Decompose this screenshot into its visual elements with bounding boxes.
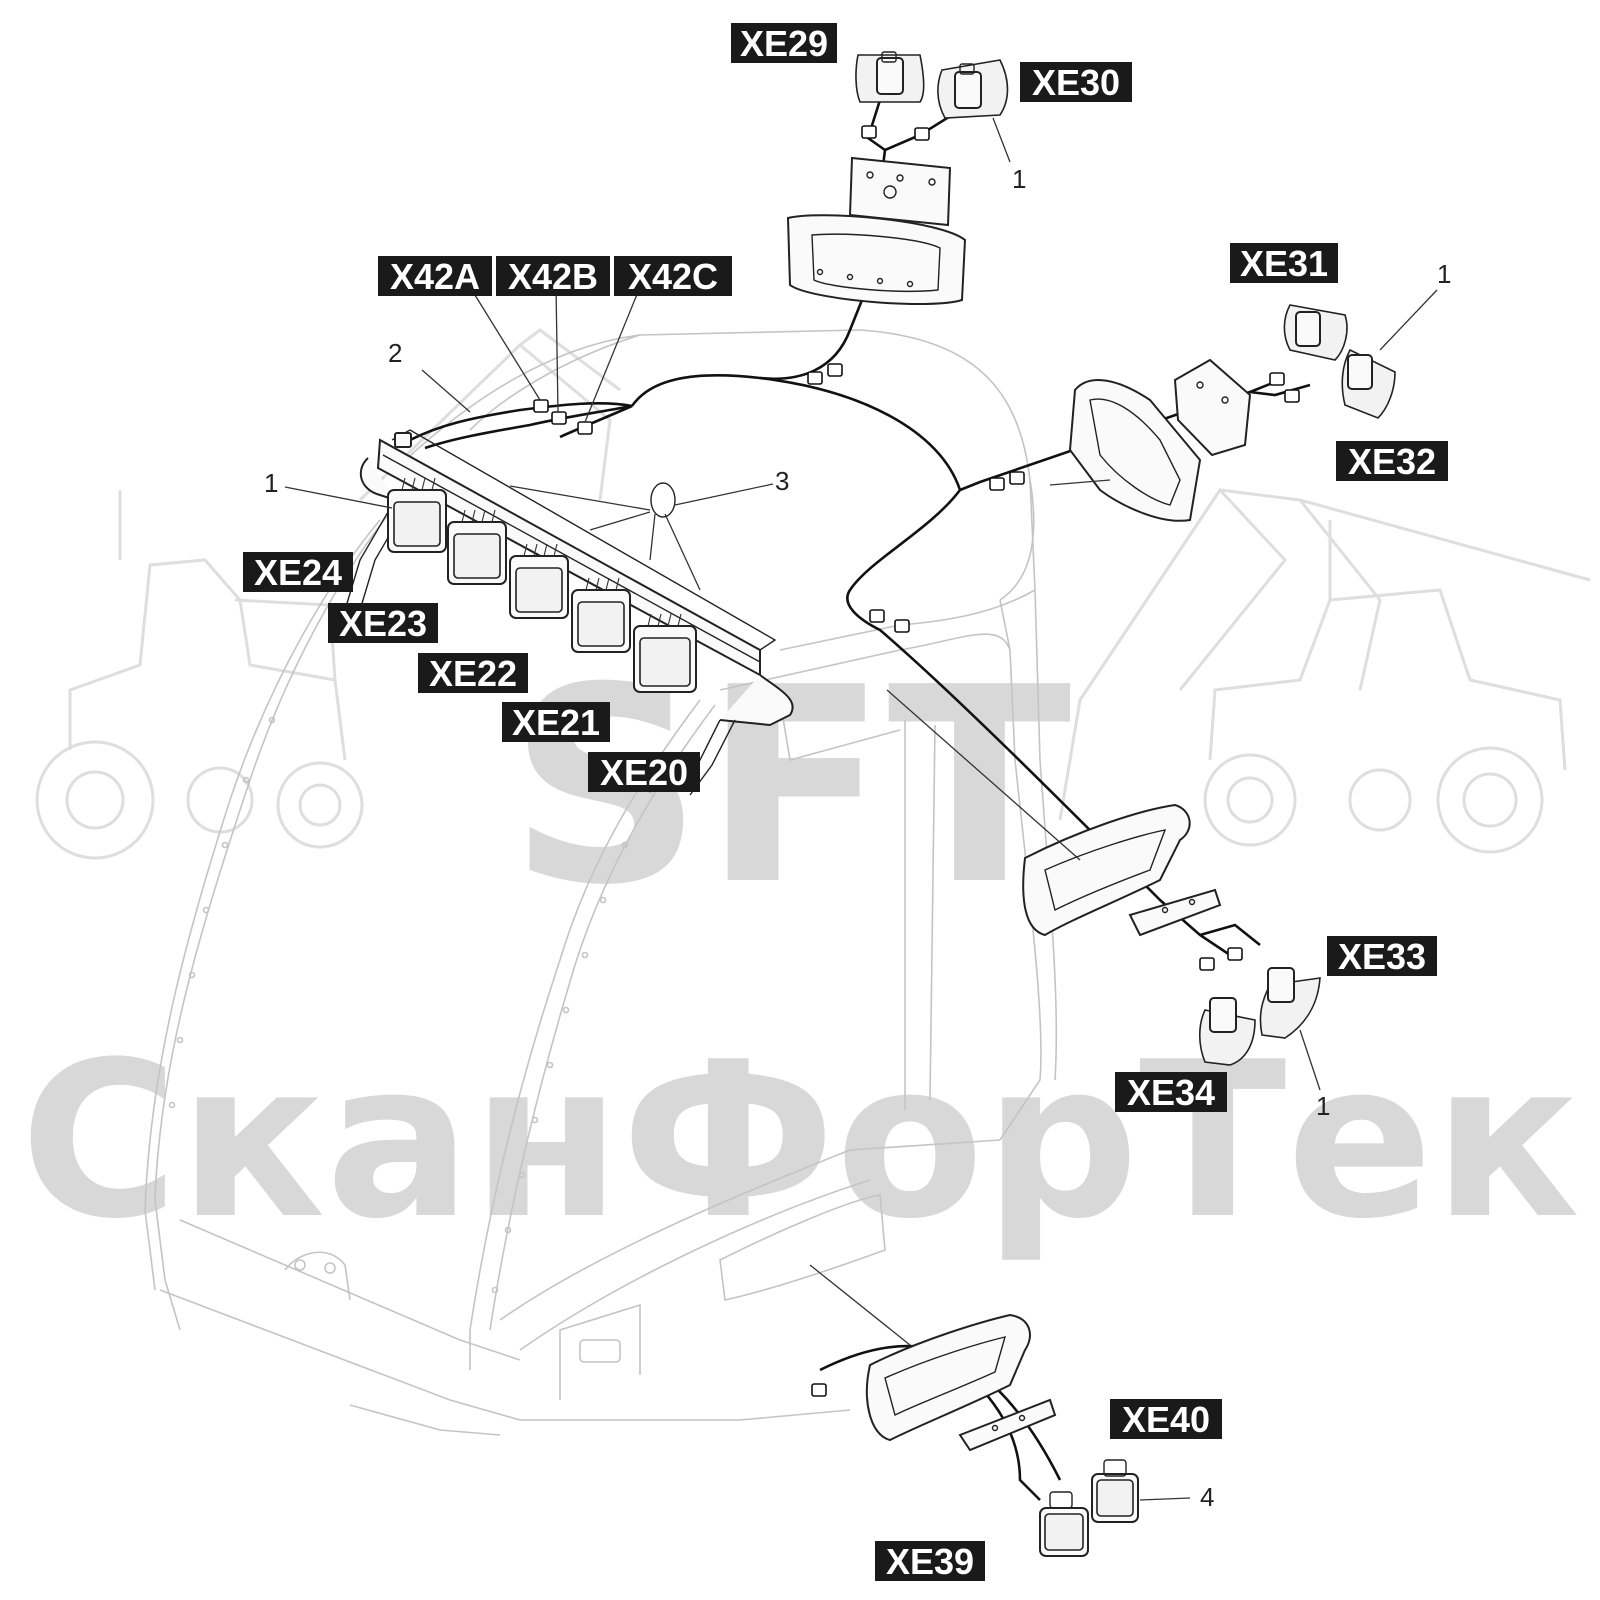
svg-text:XE21: XE21 [512,702,600,743]
label-x42b: X42B [496,256,610,297]
label-tags: XE29 XE30 X42A X42B X42C XE31 XE32 XE24 [243,23,1448,1582]
label-xe32: XE32 [1336,441,1448,482]
lamp-xe30 [937,59,1009,119]
connector [811,1383,827,1397]
lamp-xe40 [1091,1459,1139,1523]
excavator-watermark-right [1058,487,1591,821]
bottom-bracket-assembly [866,1313,1057,1452]
lamp-xe31 [1283,304,1348,361]
label-xe23: XE23 [328,603,438,644]
svg-text:X42B: X42B [508,256,598,297]
cable-tie [650,482,676,518]
connector [914,127,930,141]
connector [807,371,823,385]
connector [1009,471,1025,485]
callout-3: 3 [775,466,789,496]
svg-text:XE40: XE40 [1122,1399,1210,1440]
connector [1269,372,1285,386]
callout-1-top: 1 [1012,164,1026,194]
svg-text:XE39: XE39 [886,1541,974,1582]
connector [989,477,1005,491]
light-bar [344,429,794,796]
callout-2: 2 [388,338,402,368]
svg-text:XE30: XE30 [1032,62,1120,103]
lamp-xe23 [447,509,507,585]
label-xe30: XE30 [1020,62,1132,103]
lamp-xe24 [387,477,447,553]
connector [1199,957,1215,971]
connector-x42b [551,411,567,425]
callout-numbers: 1 1 1 1 2 3 4 [264,164,1451,1512]
connector [1284,389,1300,403]
label-xe29: XE29 [731,23,837,64]
callout-1-right-lower: 1 [1316,1091,1330,1121]
leader-lines [284,117,1438,1501]
lamp-xe29 [855,51,925,103]
lamp-xe21 [571,577,631,653]
svg-text:XE31: XE31 [1240,243,1328,284]
harness-wires [409,99,1311,1501]
label-xe40: XE40 [1110,1399,1222,1440]
svg-text:XE23: XE23 [339,603,427,644]
lamp-xe39 [1039,1491,1089,1557]
lamp-xe20 [633,613,697,693]
svg-text:XE34: XE34 [1127,1072,1215,1113]
label-xe24: XE24 [243,552,353,593]
svg-text:XE33: XE33 [1338,936,1426,977]
tractor-watermark-left [35,490,364,860]
lamp-xe22 [509,543,569,619]
lamp-xe32 [1341,348,1396,419]
connector [861,125,877,139]
top-bracket-assembly [786,156,967,306]
label-xe39: XE39 [875,1541,985,1582]
svg-text:X42C: X42C [628,256,718,297]
svg-text:XE29: XE29 [740,23,828,64]
label-xe21: XE21 [502,702,610,743]
svg-text:XE32: XE32 [1348,441,1436,482]
svg-text:XE24: XE24 [254,552,342,593]
label-xe31: XE31 [1230,243,1338,284]
svg-text:XE22: XE22 [429,653,517,694]
right-upper-bracket-assembly [1068,358,1252,522]
label-xe33: XE33 [1327,936,1437,977]
connector [869,609,885,623]
svg-text:XE20: XE20 [600,752,688,793]
right-lower-bracket-assembly [1022,803,1222,937]
excavator-watermark-left [358,328,621,502]
callout-1-right-upper: 1 [1437,259,1451,289]
connector-x42a [533,399,549,413]
connector [1227,947,1243,961]
connector-x42c [577,421,593,435]
svg-text:X42A: X42A [390,256,480,297]
label-xe20: XE20 [588,752,700,793]
callout-4: 4 [1200,1482,1214,1512]
tractor-watermark-right [1203,520,1567,854]
connector [894,619,910,633]
callout-1-left: 1 [264,468,278,498]
connector [827,363,843,377]
label-xe22: XE22 [418,653,528,694]
connectors [533,125,1300,1397]
watermark: SFT СканФорТек [20,328,1591,1266]
label-xe34: XE34 [1115,1072,1227,1113]
work-lamps-bar [387,477,697,693]
label-x42a: X42A [378,256,492,297]
watermark-company: СканФорТек [20,1015,1580,1266]
lamp-xe33 [1259,967,1321,1039]
lamp-xe34 [1198,997,1256,1066]
label-x42c: X42C [614,256,732,297]
